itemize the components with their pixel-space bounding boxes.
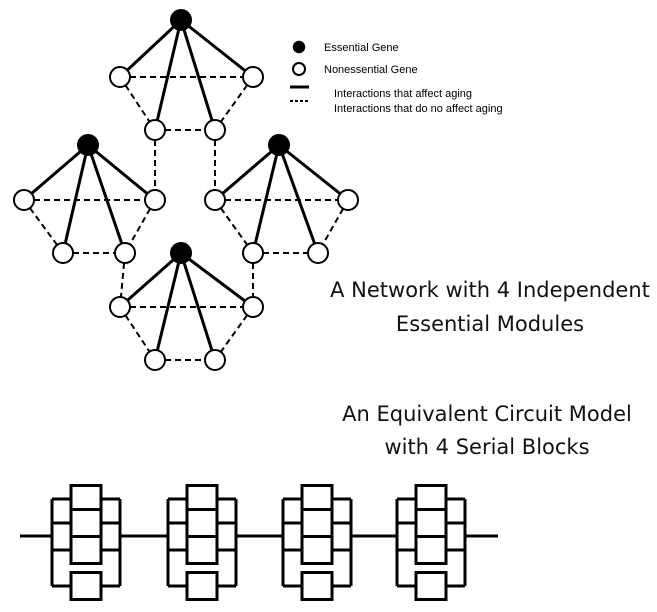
aging-interaction-edge — [180, 18, 254, 79]
aging-interaction-edge — [179, 19, 217, 131]
nonessential-gene-node — [144, 119, 166, 141]
network-caption-line1: A Network with 4 Independent — [330, 278, 650, 302]
aging-interaction-edge — [180, 251, 254, 309]
essential-gene-node — [268, 134, 290, 156]
essential-gene-node — [170, 9, 192, 31]
essential-gene-node — [170, 242, 192, 264]
circuit-caption-line1: An Equivalent Circuit Model — [342, 402, 632, 426]
aging-interaction-edge — [278, 143, 349, 202]
nonessential-gene-node — [204, 349, 226, 371]
network-nodes — [13, 9, 359, 371]
nonessential-gene-node — [109, 296, 131, 318]
circuit-element — [300, 508, 334, 538]
network-caption-line2: Essential Modules — [396, 312, 584, 336]
legend-essential-label: Essential Gene — [324, 42, 399, 54]
nonessential-gene-node — [242, 66, 264, 88]
legend: Essential Gene Nonessential Gene Interac… — [290, 40, 503, 115]
nonessential-gene-node — [52, 242, 74, 264]
aging-interaction-edge — [153, 19, 183, 131]
legend-essential-icon — [292, 40, 306, 54]
circuit-element — [300, 571, 334, 601]
nonessential-gene-node — [307, 242, 329, 264]
nonessential-gene-node — [204, 119, 226, 141]
legend-dashed-label: Interactions that do no affect aging — [334, 103, 503, 115]
aging-interaction-edge — [119, 251, 182, 309]
aging-interaction-edge — [118, 18, 183, 79]
nonessential-gene-node — [242, 242, 264, 264]
aging-interaction-edge — [214, 143, 280, 202]
nonessential-gene-node — [13, 189, 35, 211]
nonessential-gene-node — [242, 296, 264, 318]
legend-nonessential-icon — [292, 62, 306, 76]
nonessential-gene-node — [109, 66, 131, 88]
nonessential-gene-node — [144, 349, 166, 371]
circuit-element — [69, 571, 103, 601]
circuit-element — [414, 508, 448, 538]
nonessential-gene-node — [204, 189, 226, 211]
legend-solid-label: Interactions that affect aging — [334, 88, 472, 100]
nonessential-gene-node — [114, 242, 136, 264]
nonessential-gene-node — [144, 189, 166, 211]
aging-interaction-edge — [87, 143, 156, 202]
aging-interaction-edge — [23, 143, 89, 202]
aging-interaction-edge — [153, 252, 183, 361]
circuit-caption-line2: with 4 Serial Blocks — [384, 435, 589, 459]
circuit-element — [414, 571, 448, 601]
circuit-element — [185, 508, 219, 538]
circuit-element — [185, 535, 219, 565]
legend-nonessential-label: Nonessential Gene — [324, 64, 418, 76]
circuit-element — [69, 535, 103, 565]
essential-gene-node — [77, 134, 99, 156]
circuit-element — [300, 535, 334, 565]
nonessential-gene-node — [337, 189, 359, 211]
circuit-element — [185, 571, 219, 601]
circuit-element — [69, 508, 103, 538]
circuit-model — [20, 484, 498, 601]
circuit-element — [414, 535, 448, 565]
aging-interaction-edge — [179, 252, 217, 361]
